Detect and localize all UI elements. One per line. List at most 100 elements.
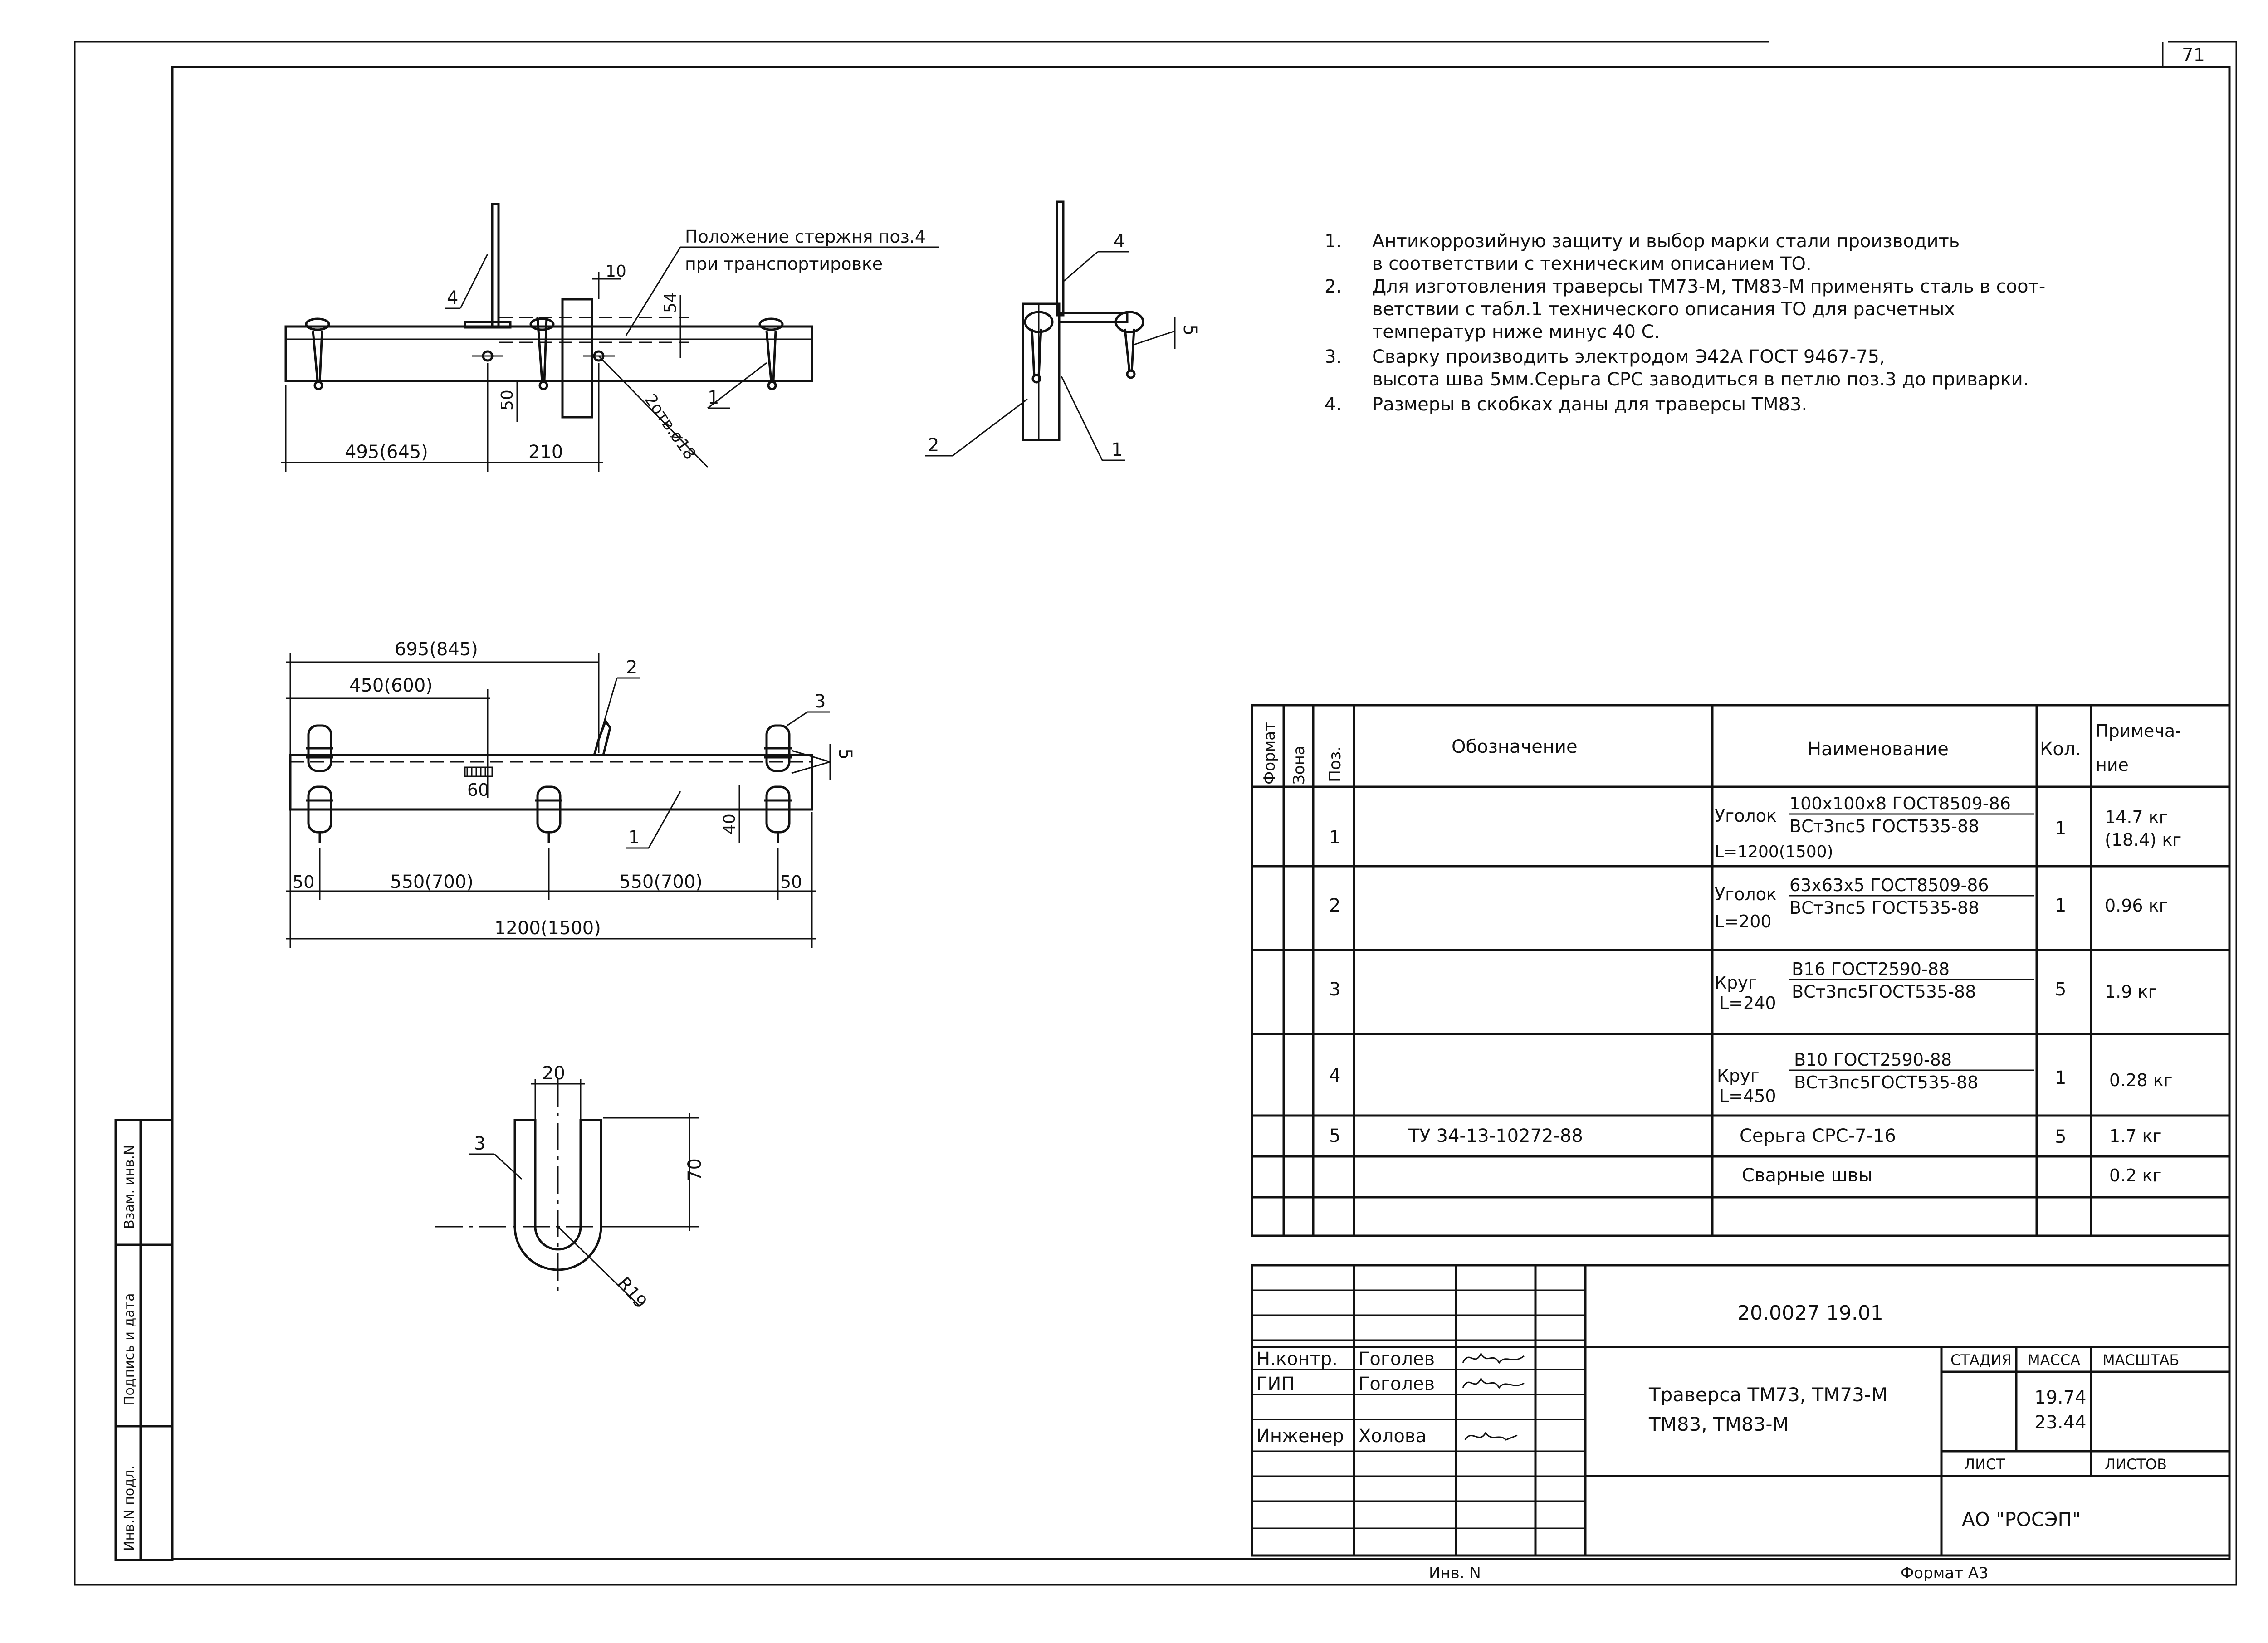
note-4-num: 4. — [1325, 394, 1342, 415]
spec-prefix: Уголок — [1715, 806, 1777, 826]
note-1-num: 1. — [1325, 231, 1342, 252]
spec-material-top: В16 ГОСТ2590-88 — [1792, 959, 1950, 979]
spec-header-format: Формат — [1261, 722, 1279, 785]
spec-qty: 1 — [2055, 818, 2066, 839]
view-ubolt-detail: 20 70 R19 3 — [435, 1063, 705, 1312]
spec-note-2: (18.4) кг — [2105, 830, 2181, 850]
spec-row-5: 5 ТУ 34-13-10272-88 Серьга СРС-7-16 5 1.… — [1329, 1126, 2161, 1147]
spec-row-6: Сварные швы 0.2 кг — [1742, 1165, 2161, 1186]
spec-pos: 2 — [1329, 895, 1340, 916]
spec-note-1: 1.7 кг — [2109, 1126, 2161, 1146]
spec-qty: 5 — [2055, 979, 2066, 1000]
spec-table: Формат Зона Поз. Обозначение Наименовани… — [1251, 704, 2231, 1237]
note-3-num: 3. — [1325, 346, 1342, 367]
mass-label: МАССА — [2028, 1351, 2080, 1369]
dim-450: 450(600) — [349, 675, 433, 696]
transport-note-line1: Положение стержня поз.4 — [685, 227, 926, 247]
name-engineer: Холова — [1359, 1426, 1427, 1447]
dim-1200: 1200(1500) — [494, 918, 601, 939]
spec-name: Серьга СРС-7-16 — [1740, 1126, 1896, 1146]
role-norm-control: Н.контр. — [1256, 1349, 1338, 1370]
signature-1 — [1462, 1352, 1525, 1364]
side-stamp-sign-date: Подпись и дата — [122, 1293, 137, 1406]
sheet-label: ЛИСТ — [1964, 1456, 2005, 1473]
note-2-num: 2. — [1325, 276, 1342, 297]
callout-view3-5: 5 — [835, 748, 855, 760]
dim-54: 54 — [661, 292, 680, 313]
dim-50-right: 50 — [780, 872, 802, 892]
view-side-elevation: 495(645) 210 10 54 50 2отв.ø18 Положение… — [281, 203, 939, 472]
note-4-line1: Размеры в скобках даны для траверсы ТМ83… — [1372, 394, 1807, 415]
sheets-label: ЛИСТОВ — [2105, 1456, 2167, 1473]
role-engineer: Инженер — [1256, 1426, 1344, 1447]
spec-material-top: В10 ГОСТ2590-88 — [1794, 1050, 1952, 1070]
spec-row-4: 4 Круг В10 ГОСТ2590-88 ВСт3пс5ГОСТ535-88… — [1329, 1050, 2173, 1106]
spec-qty: 1 — [2055, 895, 2066, 916]
dim-60: 60 — [467, 780, 489, 800]
general-notes: 1. Антикоррозийную защиту и выбор марки … — [1325, 231, 2045, 415]
spec-header-designation: Обозначение — [1452, 736, 1578, 757]
side-stamp: Взам. инв.N Подпись и дата Инв.N подл. — [114, 1119, 174, 1561]
side-stamp-inv-original: Инв.N подл. — [122, 1465, 137, 1551]
spec-note-1: 0.2 кг — [2109, 1165, 2161, 1185]
dim-210: 210 — [528, 442, 563, 463]
note-2-line2: ветствии с табл.1 технического описания … — [1372, 299, 1955, 320]
scale-label: МАСШТАБ — [2102, 1351, 2179, 1369]
doc-code: 20.0027 19.01 — [1737, 1302, 1883, 1325]
plan-shackle-bottom-right — [764, 785, 792, 843]
mass-value-2: 23.44 — [2034, 1412, 2087, 1433]
transport-note-line2: при транспортировке — [685, 254, 883, 274]
spec-name: Сварные швы — [1742, 1165, 1872, 1186]
spec-note-1: 0.96 кг — [2105, 896, 2168, 916]
signature-3 — [1464, 1432, 1518, 1441]
spec-length: L=240 — [1719, 993, 1776, 1013]
spec-header-zone: Зона — [1290, 746, 1308, 785]
view-plan: 695(845) 450(600) 60 40 50 550(700) 550(… — [286, 639, 855, 948]
spec-note-1: 14.7 кг — [2105, 807, 2168, 827]
plan-shackle-top-left — [306, 724, 333, 772]
spec-pos: 3 — [1329, 979, 1340, 1000]
spec-length: L=450 — [1719, 1086, 1776, 1106]
spec-material-bottom: ВСт3пс5 ГОСТ535-88 — [1789, 816, 1979, 836]
spec-header-note-2: ние — [2096, 755, 2129, 775]
doc-title-line1: Траверса ТМ73, ТМ73-М — [1648, 1384, 1887, 1406]
plan-shackle-top-right — [764, 724, 792, 772]
callout-view3-1: 1 — [628, 827, 640, 848]
callout-view1-4: 4 — [447, 288, 458, 308]
organization: АО "РОСЭП" — [1962, 1508, 2081, 1531]
spec-length: L=200 — [1715, 912, 1772, 931]
doc-title-line2: ТМ83, ТМ83-М — [1648, 1413, 1789, 1435]
role-chief-engineer: ГИП — [1256, 1374, 1295, 1394]
mass-value-1: 19.74 — [2034, 1387, 2087, 1408]
dim-20: 20 — [542, 1063, 565, 1084]
spec-length: L=1200(1500) — [1715, 843, 1833, 861]
note-2-line3: температур ниже минус 40 С. — [1372, 322, 1660, 342]
stage-label: СТАДИЯ — [1950, 1351, 2012, 1369]
dim-50-left: 50 — [293, 872, 314, 892]
callout-view3-2: 2 — [626, 657, 637, 678]
callout-view2-5: 5 — [1179, 324, 1200, 336]
callout-view1-1: 1 — [708, 387, 719, 408]
spec-material-top: 100х100х8 ГОСТ8509-86 — [1789, 794, 2011, 814]
name-norm-control: Гоголев — [1359, 1349, 1435, 1370]
note-1-line2: в соответствии с техническим описанием Т… — [1372, 254, 1812, 274]
note-1-line1: Антикоррозийную защиту и выбор марки ста… — [1372, 231, 1960, 252]
spec-header-name: Наименование — [1808, 739, 1949, 760]
dim-holes: 2отв.ø18 — [641, 391, 699, 463]
plan-shackle-bottom-middle — [535, 785, 562, 843]
plan-shackle-bottom-left — [306, 785, 333, 843]
signature-2 — [1462, 1377, 1525, 1389]
spec-material-bottom: ВСт3пс5 ГОСТ535-88 — [1789, 898, 1979, 918]
note-2-line1: Для изготовления траверсы ТМ73-М, ТМ83-М… — [1372, 276, 2045, 297]
spec-prefix: Круг — [1715, 973, 1757, 993]
footer-format: Формат А3 — [1901, 1564, 1989, 1582]
spec-row-1: 1 Уголок 100х100х8 ГОСТ8509-86 ВСт3пс5 Г… — [1329, 794, 2181, 861]
spec-note-1: 0.28 кг — [2109, 1070, 2173, 1090]
spec-qty: 5 — [2055, 1126, 2066, 1147]
spec-row-3: 3 Круг В16 ГОСТ2590-88 ВСт3пс5ГОСТ535-88… — [1329, 959, 2157, 1013]
dim-r19: R19 — [614, 1273, 651, 1312]
spec-material-top: 63х63х5 ГОСТ8509-86 — [1789, 875, 1989, 895]
callout-view4-3: 3 — [474, 1133, 485, 1154]
note-3-line1: Сварку производить электродом Э42А ГОСТ … — [1372, 346, 1885, 367]
